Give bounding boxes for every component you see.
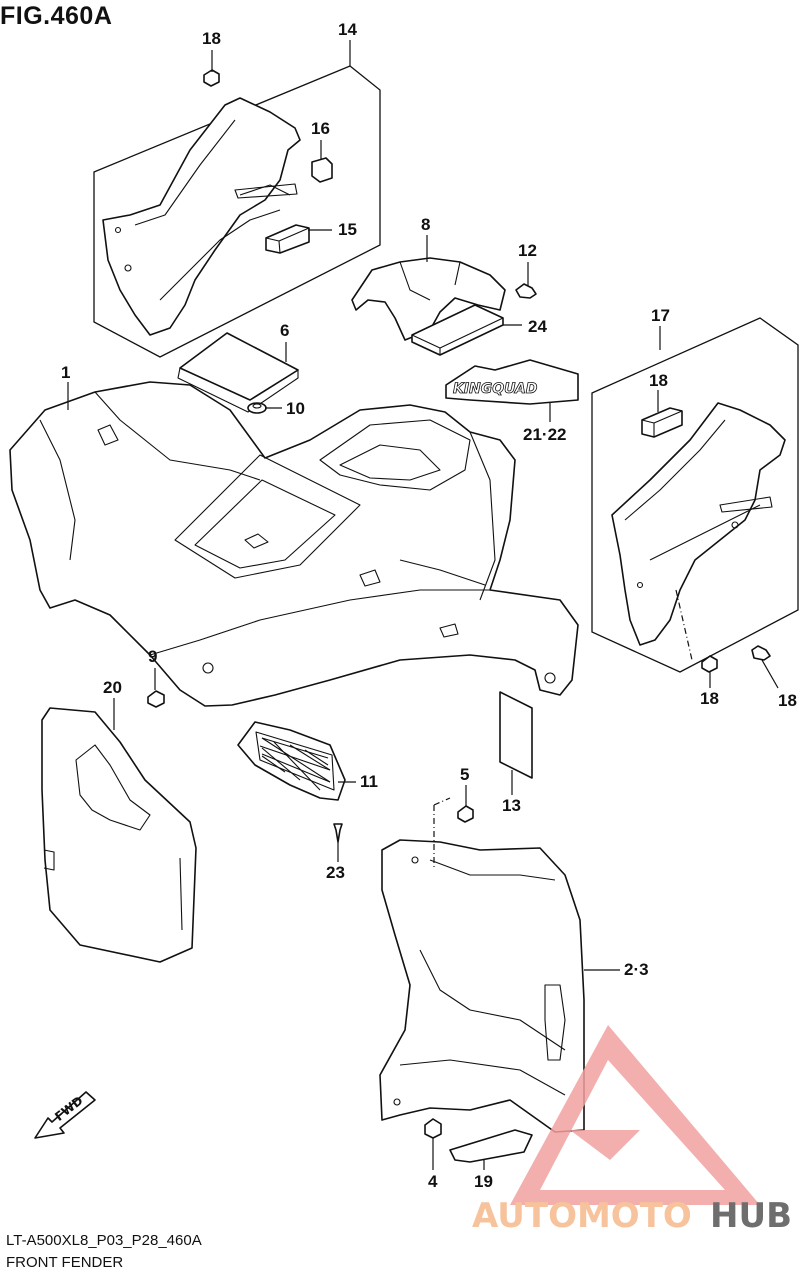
panel-part-6 [177,332,299,413]
screw-part-23 [333,823,343,843]
callout-15: 16 [311,119,330,138]
callout-12: 13 [502,796,521,815]
callout-8: 9 [148,647,158,666]
bolt-part-18-top [203,69,220,87]
leader-lines [67,40,779,1170]
kingquad-decal-part-21-22: KINGQUAD [445,359,579,405]
callout-7: 8 [421,215,431,234]
callout-24: 24 [528,317,547,336]
decal-text: KINGQUAD [453,381,537,397]
callout-1: 1 [61,363,71,382]
figure-subtitle: FRONT FENDER [6,1254,124,1271]
fwd-direction-arrow: FWD [34,1091,96,1139]
figure-title: FIG.460A [0,2,113,30]
callout-13: 14 [338,20,357,39]
callout-2-3: 2·3 [624,960,649,979]
callout-17: 18 [649,371,668,390]
callout-4: 4 [428,1172,438,1191]
watermark-text-1: AUTOMOTO [472,1196,692,1236]
nut-part-9 [247,402,267,414]
strip-part-19 [449,1129,533,1163]
cover-part-7 [351,257,506,341]
callout-6: 6 [280,321,290,340]
bolt-part-18-right [751,645,771,661]
mud-guard-part-20 [41,707,197,963]
callout-21-22: 21·22 [523,425,567,444]
group-box-16 [591,317,799,673]
front-fender-part-1 [9,381,579,707]
callout-16: 17 [651,306,670,325]
callout-14: 15 [338,220,357,239]
callout-11: 12 [518,241,537,260]
model-code: LT-A500XL8_P03_P28_460A [6,1232,202,1249]
callout-9: 10 [286,399,305,418]
inner-fender-part-2-3 [379,839,585,1133]
grommet-part-15 [311,157,333,183]
watermark-text-2: HUB [710,1196,792,1236]
watermark-logo: AUTOMOTO HUB [472,1025,792,1236]
mesh-grille-part-10 [237,721,346,801]
callout-10: 11 [360,772,378,791]
callout-5: 5 [460,765,470,784]
bolt-part-18-mid [701,655,718,673]
callout-19: 19 [474,1172,493,1191]
callout-20: 20 [103,678,122,697]
callout-23: 23 [326,863,345,882]
callout-18-mid: 18 [700,689,719,708]
bolt-part-8 [147,690,165,708]
side-panel-left-part-13 [102,97,301,336]
callout-18-right: 18 [778,691,797,710]
bolt-part-5 [457,805,474,823]
foam-block-part-17 [641,407,683,438]
side-panel-right-part-16 [611,402,786,646]
bolt-part-4 [424,1118,442,1139]
foam-block-part-14 [265,224,310,254]
callout-18-top: 18 [202,29,221,48]
bolt-part-11 [515,283,537,299]
sheet-part-12 [499,691,533,779]
